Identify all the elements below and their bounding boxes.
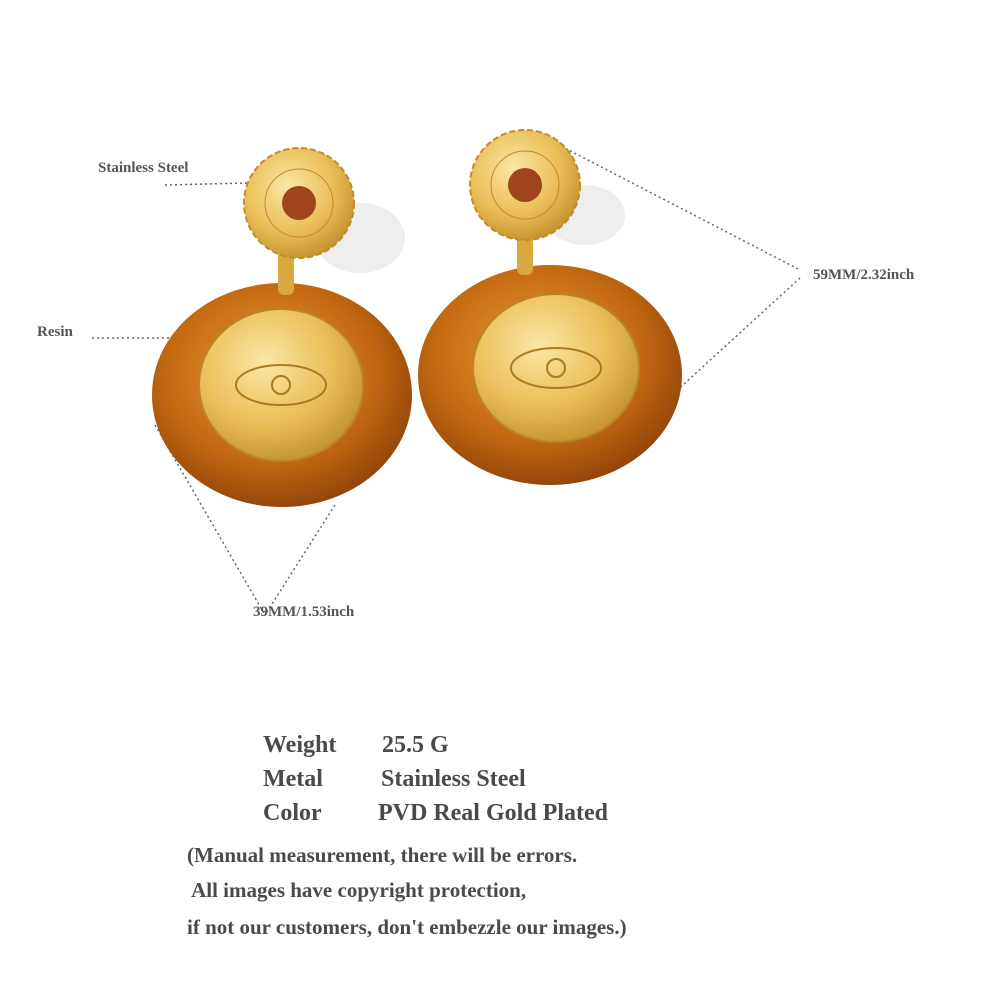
resin-label: Resin [37,324,73,340]
left-earring [152,147,412,507]
disclaimer-line-1: (Manual measurement, there will be error… [187,843,578,867]
spec-weight-value: 25.5 G [382,732,449,758]
spec-metal-value: Stainless Steel [381,766,526,792]
right-earring [418,129,682,485]
disclaimer-line-3: if not our customers, don't embezzle our… [187,915,627,939]
height-dimension-label: 59MM/2.32inch [813,267,915,283]
disclaimer-line-2: All images have copyright protection, [187,878,527,902]
width-dimension-label: 39MM/1.53inch [253,604,355,620]
spec-weight-key: Weight [263,732,337,758]
spec-color-value: PVD Real Gold Plated [378,800,608,826]
stud-material-label: Stainless Steel [98,160,189,176]
spec-color-key: Color [263,800,322,826]
spec-metal-key: Metal [263,766,323,792]
dimension-lines [92,129,801,616]
